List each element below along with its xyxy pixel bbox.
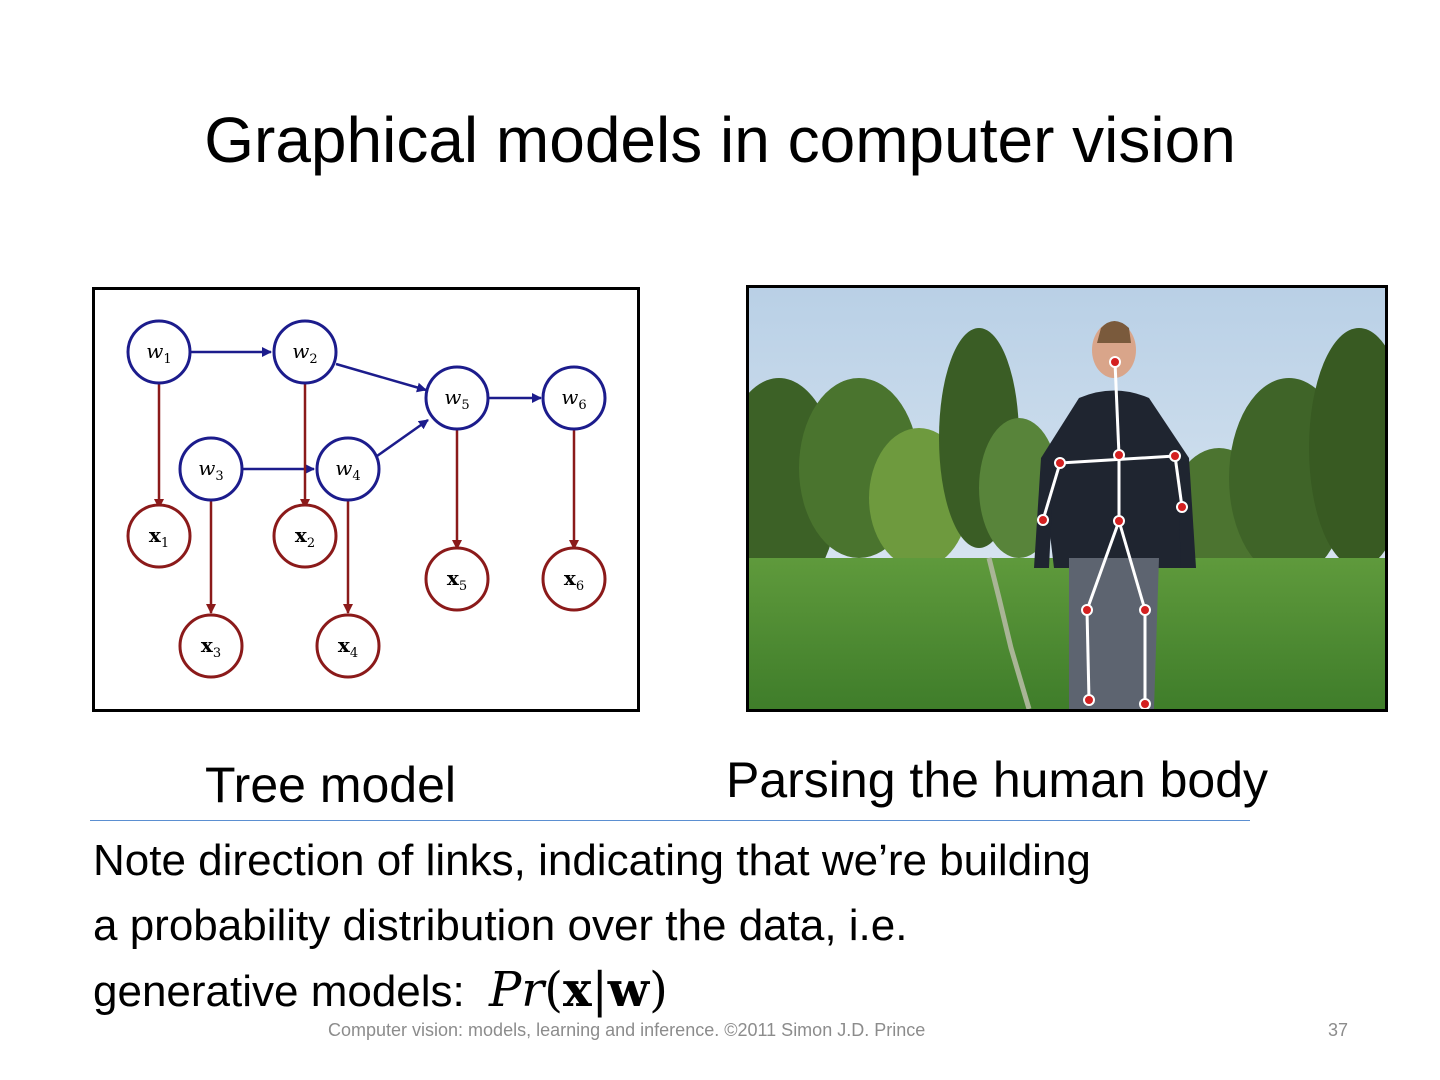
node-w5 <box>424 365 490 431</box>
node-x6 <box>541 546 607 612</box>
node-x3 <box>178 613 244 679</box>
tree-line <box>749 328 1385 598</box>
label-w4: w4 <box>335 456 360 484</box>
body-line-formula: generative models: Pr(x|w) <box>93 958 1393 1024</box>
node-x1 <box>126 503 192 569</box>
body-text: Note direction of links, indicating that… <box>93 828 1393 1024</box>
label-w1: w1 <box>146 339 171 367</box>
body-joints <box>1037 356 1188 709</box>
body-skeleton <box>1041 361 1184 704</box>
body-line: generative models: <box>93 967 477 1016</box>
tree-model-graph: w1 w2 w3 w4 w5 w6 x1 x2 x3 x4 x5 x6 <box>126 319 607 679</box>
caption-human-body: Parsing the human body <box>726 752 1269 808</box>
label-x3: x3 <box>201 633 221 661</box>
node-w6 <box>541 365 607 431</box>
body-line: a probability distribution over the data… <box>93 901 908 950</box>
formula-close-paren: ) <box>649 962 668 1018</box>
label-x1: x1 <box>149 523 169 551</box>
label-x5: x5 <box>447 566 467 594</box>
grass <box>749 558 1385 709</box>
joint-neck <box>1113 449 1125 461</box>
formula-bar: | <box>591 962 608 1018</box>
slide-title: Graphical models in computer vision <box>204 104 1236 176</box>
joint-right-hand <box>1176 501 1188 513</box>
human-body-photo <box>746 285 1388 712</box>
label-w3: w3 <box>198 456 223 484</box>
body-line: Note direction of links, indicating that… <box>93 836 1091 885</box>
joint-right-foot <box>1139 698 1151 709</box>
divider-line <box>90 820 1250 821</box>
formula-open-paren: ( <box>544 962 563 1018</box>
label-w2: w2 <box>292 339 317 367</box>
joint-hip <box>1113 515 1125 527</box>
formula-x: x <box>562 962 592 1018</box>
label-x6: x6 <box>564 566 584 594</box>
node-x5 <box>424 546 490 612</box>
joint-left-foot <box>1083 694 1095 706</box>
edge-w4-w5 <box>376 418 429 458</box>
path-trail <box>986 557 1032 709</box>
formula-pr: Pr <box>489 962 545 1018</box>
photo-scene <box>749 288 1385 709</box>
caption-tree-model: Tree model <box>205 757 457 813</box>
label-w5: w5 <box>444 385 469 413</box>
joint-head <box>1109 356 1121 368</box>
node-x4 <box>315 613 381 679</box>
edge-w2-w5 <box>335 362 427 393</box>
joint-right-shoulder <box>1169 450 1181 462</box>
label-x2: x2 <box>295 523 315 551</box>
tree-model-figure: w1 w2 w3 w4 w5 w6 x1 x2 x3 x4 x5 x6 <box>92 287 640 712</box>
joint-left-hand <box>1037 514 1049 526</box>
joint-left-knee <box>1081 604 1093 616</box>
joint-right-knee <box>1139 604 1151 616</box>
formula-w: w <box>607 962 650 1018</box>
node-w1 <box>126 319 192 385</box>
page-number: 37 <box>1328 1020 1349 1040</box>
footer-text: Computer vision: models, learning and in… <box>328 1020 926 1040</box>
node-w3 <box>178 436 244 502</box>
node-x2 <box>272 503 338 569</box>
node-w2 <box>272 319 338 385</box>
formula: Pr(x|w) <box>489 962 668 1018</box>
node-w4 <box>315 436 381 502</box>
label-x4: x4 <box>338 633 358 661</box>
label-w6: w6 <box>561 385 586 413</box>
joint-left-shoulder <box>1054 457 1066 469</box>
